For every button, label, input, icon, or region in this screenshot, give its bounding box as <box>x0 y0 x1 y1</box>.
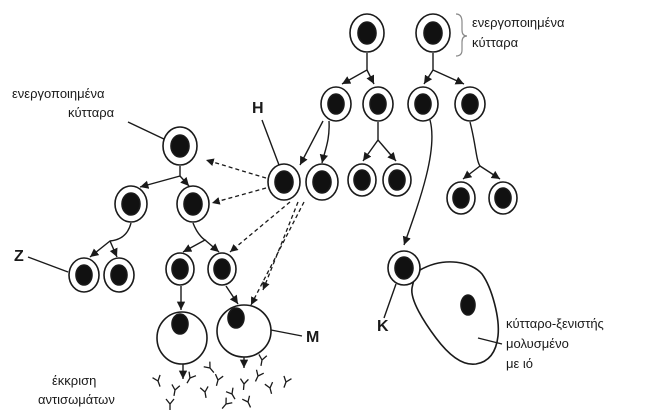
left-label-pointer <box>127 121 167 141</box>
cell <box>305 163 339 201</box>
plasma-cell <box>156 311 208 365</box>
cell <box>320 86 352 122</box>
top-cell-group <box>320 13 518 215</box>
antibody-icon <box>225 387 236 400</box>
helper-cells <box>267 163 339 201</box>
activated-cell <box>349 13 385 53</box>
host-cell-label-line3: με ιό <box>506 356 533 371</box>
antibody-icon <box>152 374 161 387</box>
label-brace <box>455 13 468 57</box>
antibody-icon <box>264 381 274 394</box>
cell <box>382 163 412 197</box>
activated-cell <box>415 13 451 53</box>
label-z: Ζ <box>14 248 24 265</box>
activated-cells-label-top-line2: κύτταρα <box>472 35 519 50</box>
cell <box>454 86 486 122</box>
plasma-cell-m <box>216 304 272 358</box>
host-cell-nucleus <box>460 294 476 316</box>
host-label-pointer <box>477 337 503 345</box>
helper-cell-h <box>267 163 301 201</box>
cell <box>165 252 195 286</box>
activated-b-cell <box>162 126 198 166</box>
label-m-pointer <box>270 329 303 337</box>
label-k-pointer <box>383 283 397 319</box>
top-branches <box>299 53 501 246</box>
cell <box>207 252 237 286</box>
activated-cells-label-left-line1: ενεργοποιημένα <box>12 86 105 101</box>
cell <box>407 86 439 122</box>
antibody-icon <box>254 369 265 382</box>
label-m: Μ <box>306 329 319 346</box>
cell <box>347 163 377 197</box>
label-z-pointer <box>27 256 69 273</box>
memory-cell-z <box>68 257 100 293</box>
antibody-icon <box>186 371 197 384</box>
b-cell-branches <box>89 166 239 310</box>
antibody-icon <box>165 398 175 410</box>
antibody-icon <box>283 375 292 388</box>
cell <box>176 185 210 223</box>
activated-cells-label-top-line1: ενεργοποιημένα <box>472 15 565 30</box>
antibody-icon <box>199 386 209 399</box>
antibody-secretion-label-line2: αντισωμάτων <box>38 392 115 407</box>
activated-cells-label-left-line2: κύτταρα <box>68 105 115 120</box>
label-k: Κ <box>377 318 389 335</box>
antibody-icon <box>258 354 268 367</box>
antibodies <box>152 354 292 410</box>
antibody-secretion-label-line1: έκκριση <box>52 373 96 388</box>
antibody-icon <box>171 384 181 397</box>
secretion-arrows <box>178 357 249 379</box>
antibody-icon <box>239 378 249 391</box>
memory-cell-z <box>103 257 135 293</box>
label-h-pointer <box>261 119 280 166</box>
label-h: Η <box>252 100 264 117</box>
cell <box>446 181 476 215</box>
cell <box>488 181 518 215</box>
cell <box>362 86 394 122</box>
killer-cell-k <box>387 250 421 286</box>
host-cell-label-line1: κύτταρο-ξενιστής <box>506 316 604 331</box>
antibody-icon <box>214 373 224 386</box>
antibody-icon <box>241 395 252 408</box>
signal-arrows <box>205 158 305 306</box>
antibody-icon <box>203 361 215 374</box>
b-cell-tree <box>68 126 272 365</box>
host-cell-label-line2: μολυσμένο <box>506 336 569 351</box>
cell <box>114 185 148 223</box>
infected-host-cell <box>411 261 500 365</box>
antibody-icon <box>221 397 233 410</box>
